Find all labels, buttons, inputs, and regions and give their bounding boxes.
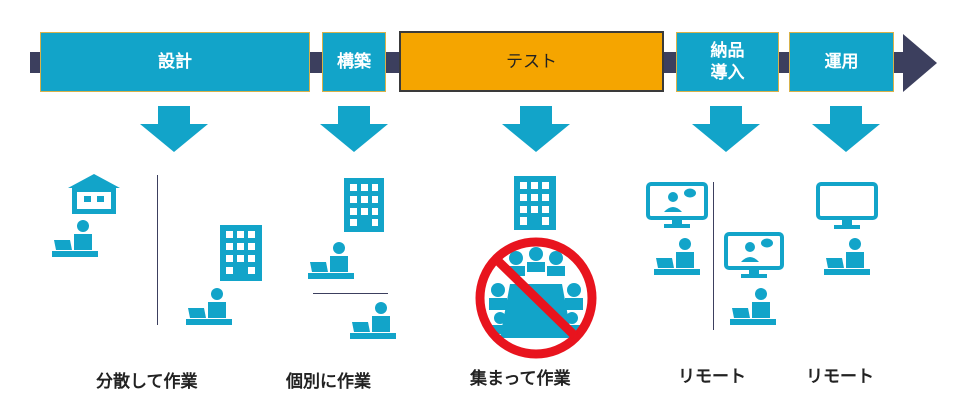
- timeline-arrowhead: [903, 34, 937, 92]
- separator: [157, 175, 158, 325]
- phase-delivery: 納品 導入: [676, 32, 779, 92]
- arrow-down-icon: [502, 106, 570, 152]
- meeting-icon: [489, 247, 583, 338]
- monitor-icon: [816, 182, 878, 229]
- caption-design: 分散して作業: [96, 372, 198, 392]
- building-icon: [344, 178, 384, 232]
- person-at-desk-icon: [654, 238, 700, 275]
- phase-build: 構築: [322, 32, 386, 92]
- separator: [713, 182, 714, 330]
- separator: [313, 293, 388, 294]
- caption-build: 個別に作業: [286, 372, 371, 392]
- phase-operation: 運用: [789, 32, 894, 92]
- person-at-desk-icon: [350, 302, 396, 339]
- arrow-down-icon: [692, 106, 760, 152]
- person-at-desk-icon: [186, 288, 232, 325]
- arrow-down-icon: [140, 106, 208, 152]
- person-at-desk-icon: [730, 288, 776, 325]
- video-call-icon: [724, 232, 784, 278]
- video-call-icon: [646, 182, 708, 228]
- phase-test-label: テスト: [506, 51, 557, 72]
- caption-delivery: リモート: [678, 367, 746, 387]
- person-at-desk-icon: [824, 238, 870, 275]
- phase-test: テスト: [399, 31, 664, 92]
- person-at-desk-icon: [308, 242, 354, 279]
- house-icon: [68, 174, 120, 214]
- building-icon: [514, 176, 556, 230]
- caption-operation: リモート: [806, 367, 874, 387]
- prohibited-icon: [475, 237, 597, 359]
- caption-test: 集まって作業: [470, 369, 571, 389]
- arrow-down-icon: [320, 106, 388, 152]
- phase-delivery-label: 納品 導入: [710, 41, 745, 83]
- person-at-desk-icon: [52, 220, 98, 257]
- building-icon: [220, 225, 262, 281]
- phase-design-label: 設計: [158, 52, 192, 72]
- arrow-down-icon: [812, 106, 880, 152]
- phase-build-label: 構築: [337, 52, 371, 72]
- phase-operation-label: 運用: [824, 52, 859, 72]
- phase-design: 設計: [40, 32, 310, 92]
